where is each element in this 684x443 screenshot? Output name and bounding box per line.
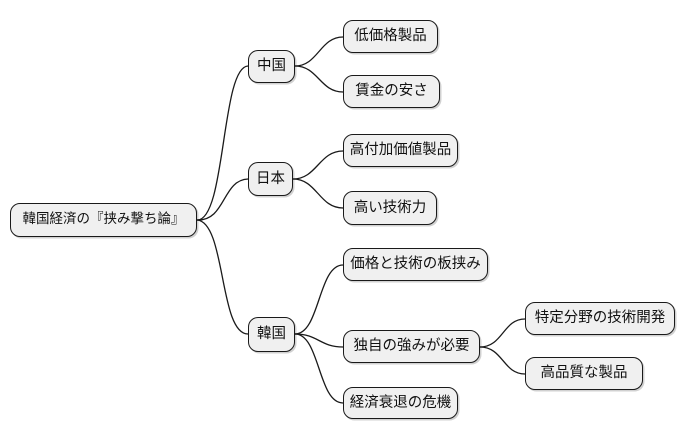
- edge-strengths-rnd: [479, 318, 526, 348]
- node-china-low-wages: 賃金の安さ: [343, 75, 440, 108]
- edge-china-low-price: [294, 36, 344, 67]
- node-japan-high-tech: 高い技術力: [343, 191, 437, 225]
- edge-root-japan: [196, 178, 249, 221]
- node-korea-decline: 経済衰退の危機: [343, 387, 458, 419]
- node-japan: 日本: [248, 162, 293, 196]
- edge-korea-dilemma: [294, 264, 344, 335]
- node-korea-dilemma: 価格と技術の板挟み: [343, 248, 488, 281]
- node-japan-high-value: 高付加価値製品: [343, 134, 458, 167]
- node-china: 中国: [248, 50, 295, 83]
- node-china-low-price: 低価格製品: [343, 20, 438, 53]
- edge-strengths-quality: [479, 346, 526, 375]
- edge-china-low-wages: [294, 65, 344, 93]
- node-strengths-quality: 高品質な製品: [525, 357, 643, 390]
- node-korea-strengths: 独自の強みが必要: [343, 330, 480, 363]
- edge-korea-decline: [294, 333, 344, 404]
- edge-japan-high-value: [292, 150, 344, 180]
- node-korea: 韓国: [248, 317, 295, 352]
- edge-japan-high-tech: [292, 178, 344, 209]
- edge-root-china: [196, 65, 249, 221]
- edge-korea-strengths: [294, 333, 344, 348]
- node-root: 韓国経済の『挟み撃ち論』: [10, 203, 197, 237]
- edge-root-korea: [196, 219, 249, 335]
- node-strengths-rnd: 特定分野の技術開発: [525, 302, 675, 335]
